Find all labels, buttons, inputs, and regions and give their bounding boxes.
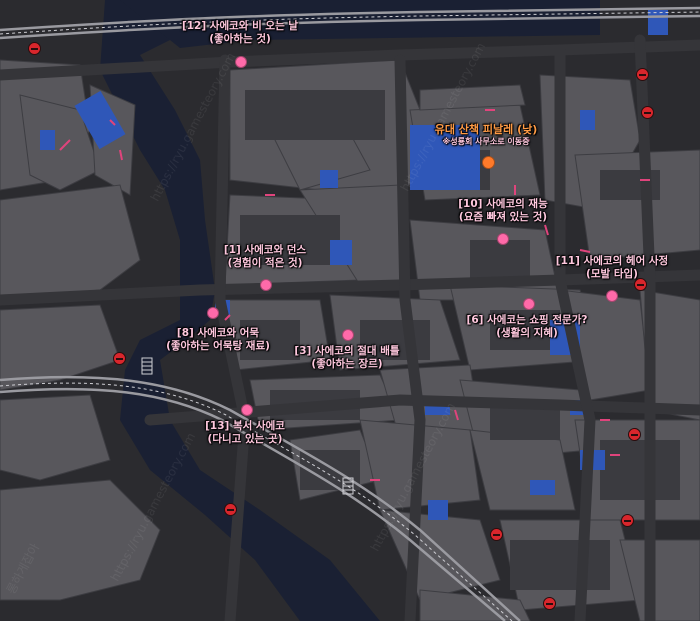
location-pin-13[interactable] (241, 404, 253, 416)
location-pin-11[interactable] (606, 290, 618, 302)
location-note: ※성룡회 사무소로 이동중 (442, 137, 530, 146)
location-subtitle: (요즘 빠져 있는 것) (458, 211, 548, 223)
location-subtitle: (좋아하는 장르) (311, 358, 383, 370)
location-subtitle: (다니고 있는 곳) (207, 433, 283, 445)
station-icon (621, 514, 634, 527)
station-icon (490, 528, 503, 541)
location-label-3[interactable]: [3] 사에코의 절대 배틀 (좋아하는 장르) (294, 345, 399, 371)
location-pin-1[interactable] (260, 279, 272, 291)
location-pin-10[interactable] (497, 233, 509, 245)
location-pin-8[interactable] (207, 307, 219, 319)
location-label-11[interactable]: [11] 사에코의 헤어 사정 (모발 타입) (556, 255, 668, 281)
station-icon (628, 428, 641, 441)
station-icon (113, 352, 126, 365)
location-subtitle: (경험이 적은 것) (227, 257, 303, 269)
location-subtitle: (모발 타입) (586, 268, 638, 280)
station-icon (543, 597, 556, 610)
station-icon (28, 42, 41, 55)
location-title: [13] 복서 사에코 (205, 420, 285, 432)
station-icon (224, 503, 237, 516)
location-title: [3] 사에코의 절대 배틀 (294, 345, 400, 357)
location-pin-6[interactable] (523, 298, 535, 310)
location-title: [1] 사에코와 던스 (223, 244, 307, 256)
location-title: 유대 산책 피날레 (낮) (434, 123, 538, 136)
location-title: [10] 사에코의 재능 (458, 198, 548, 210)
location-label-8[interactable]: [8] 사에코와 어묵 (좋아하는 어묵탕 재료) (166, 327, 270, 353)
location-title: [12] 사에코와 비 오는 날 (181, 20, 299, 32)
location-pin-date[interactable] (482, 156, 495, 169)
location-subtitle: (좋아하는 어묵탕 재료) (166, 340, 270, 352)
location-label-13[interactable]: [13] 복서 사에코 (다니고 있는 곳) (205, 420, 285, 446)
location-pin-3[interactable] (342, 329, 354, 341)
location-pin-12[interactable] (235, 56, 247, 68)
location-subtitle: (생활의 지혜) (496, 327, 558, 339)
location-title: [8] 사에코와 어묵 (176, 327, 260, 339)
location-label-6[interactable]: [6] 사에코는 쇼핑 전문가? (생활의 지혜) (467, 314, 588, 340)
location-label-date[interactable]: 유대 산책 피날레 (낮) ※성룡회 사무소로 이동중 (435, 123, 538, 147)
location-label-1[interactable]: [1] 사에코와 던스 (경험이 적은 것) (224, 244, 306, 270)
location-label-12[interactable]: [12] 사에코와 비 오는 날 (좋아하는 것) (182, 20, 298, 46)
station-icon (636, 68, 649, 81)
location-subtitle: (좋아하는 것) (209, 33, 271, 45)
station-icon (634, 278, 647, 291)
river (100, 0, 380, 621)
location-label-10[interactable]: [10] 사에코의 재능 (요즘 빠져 있는 것) (458, 198, 547, 224)
location-title: [6] 사에코는 쇼핑 전문가? (466, 314, 588, 326)
location-title: [11] 사에코의 헤어 사정 (555, 255, 669, 267)
station-icon (641, 106, 654, 119)
